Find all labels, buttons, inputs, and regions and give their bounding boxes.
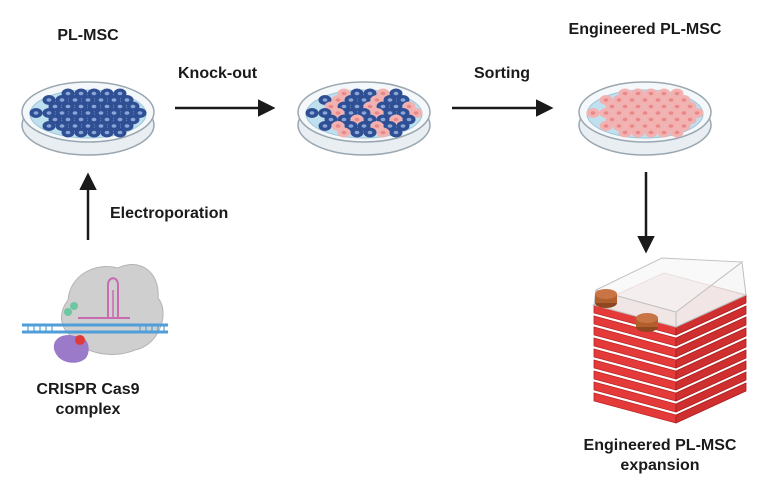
petri-dish-knockout: [297, 81, 431, 156]
label-engineered-pl-msc: Engineered PL-MSC: [568, 21, 722, 38]
cell-cluster-blue: [29, 88, 147, 138]
cell-cluster-pink: [586, 88, 704, 138]
label-crispr-cas9: CRISPR Cas9: [36, 381, 140, 398]
label-expansion-line2: expansion: [620, 457, 700, 474]
label-complex: complex: [55, 401, 121, 418]
label-expansion-line1: Engineered PL-MSC: [583, 437, 737, 454]
label-electroporation: Electroporation: [110, 205, 229, 222]
cell-factory-flask-icon: [592, 257, 748, 424]
crispr-cas9-icon: [22, 264, 168, 363]
label-knock-out: Knock-out: [178, 65, 258, 82]
label-pl-msc: PL-MSC: [57, 27, 119, 44]
label-sorting: Sorting: [474, 65, 530, 82]
petri-dish-engineered: [578, 81, 712, 156]
petri-dish-pl-msc: [21, 81, 155, 156]
cell-cluster-mixed: [305, 88, 423, 138]
